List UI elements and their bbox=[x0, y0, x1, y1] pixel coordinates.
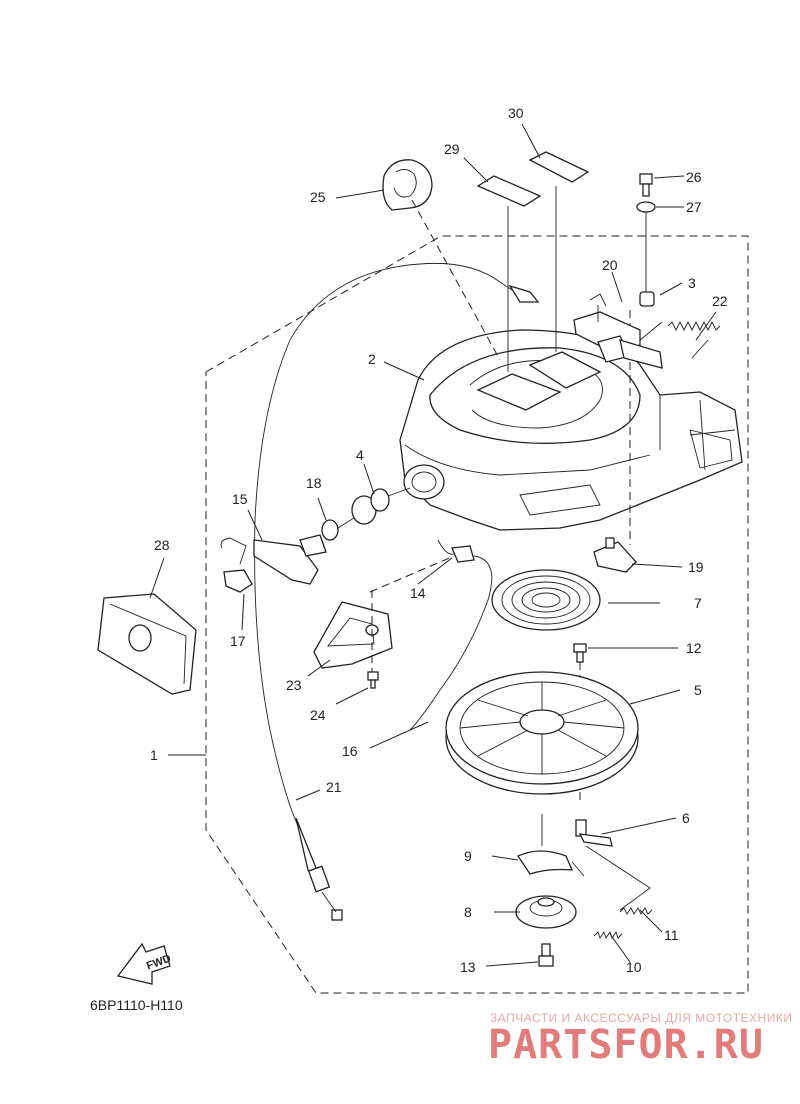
bolt-26 bbox=[639, 173, 653, 197]
callout-17: 17 bbox=[230, 633, 246, 649]
switch-20 bbox=[573, 293, 663, 369]
grommet bbox=[382, 159, 501, 361]
callout-labels: 1 2 3 4 5 6 7 8 9 10 11 12 13 14 15 16 1… bbox=[150, 105, 728, 975]
callout-25: 25 bbox=[310, 189, 326, 205]
callout-28: 28 bbox=[154, 537, 170, 553]
holder-17 bbox=[223, 569, 253, 593]
callout-24: 24 bbox=[310, 707, 326, 723]
spring-10 bbox=[593, 930, 623, 940]
callout-18: 18 bbox=[306, 475, 322, 491]
collar-3 bbox=[639, 291, 655, 307]
callout-21: 21 bbox=[326, 779, 342, 795]
pawl-19 bbox=[593, 537, 637, 573]
callout-22: 22 bbox=[712, 293, 728, 309]
washer-27 bbox=[636, 201, 656, 213]
bracket-23 bbox=[313, 601, 393, 669]
plate-8 bbox=[515, 895, 577, 929]
watermark-brand: PARTSFOR.RU bbox=[488, 1022, 764, 1068]
housing bbox=[399, 329, 743, 531]
leader-lines bbox=[149, 123, 717, 967]
callout-7: 7 bbox=[694, 595, 702, 611]
watermark-tagline: ЗАПЧАСТИ И АКСЕССУАРЫ ДЛЯ МОТОТЕХНИКИ bbox=[490, 1011, 792, 1025]
diagram-code: 6BP1110-H110 bbox=[90, 997, 183, 1013]
plate-28 bbox=[97, 593, 197, 695]
link-4 bbox=[351, 487, 411, 525]
callout-9: 9 bbox=[464, 848, 472, 864]
fwd-arrow-icon: FWD bbox=[116, 942, 173, 985]
screw-24 bbox=[367, 671, 379, 689]
reel-5 bbox=[445, 671, 639, 795]
callout-23: 23 bbox=[286, 677, 302, 693]
callout-15: 15 bbox=[232, 491, 248, 507]
callout-4: 4 bbox=[356, 447, 364, 463]
callout-11: 11 bbox=[664, 927, 679, 943]
callout-13: 13 bbox=[460, 959, 476, 975]
spring-11 bbox=[619, 907, 653, 915]
drive-pawl-6 bbox=[575, 819, 613, 847]
callout-5: 5 bbox=[694, 682, 702, 698]
callout-29: 29 bbox=[444, 141, 460, 157]
callout-27: 27 bbox=[686, 199, 702, 215]
callout-19: 19 bbox=[688, 559, 704, 575]
bolt-13 bbox=[538, 943, 554, 967]
callout-26: 26 bbox=[686, 169, 702, 185]
callout-16: 16 bbox=[342, 743, 358, 759]
lever-15 bbox=[220, 534, 327, 585]
label-30 bbox=[528, 151, 590, 183]
spring-22 bbox=[667, 320, 721, 332]
callout-10: 10 bbox=[626, 959, 642, 975]
label-29 bbox=[476, 175, 542, 207]
callout-8: 8 bbox=[464, 904, 472, 920]
callout-12: 12 bbox=[686, 640, 702, 656]
clamp-14 bbox=[437, 539, 475, 563]
joint-18 bbox=[321, 517, 355, 541]
assembly-outline bbox=[205, 235, 749, 994]
callout-14: 14 bbox=[410, 585, 426, 601]
callout-3: 3 bbox=[688, 275, 696, 291]
callout-6: 6 bbox=[682, 810, 690, 826]
spiral-spring-7 bbox=[491, 569, 601, 631]
return-spring-9 bbox=[517, 850, 574, 875]
callout-2: 2 bbox=[368, 351, 376, 367]
bolt-12 bbox=[573, 643, 587, 663]
callout-30: 30 bbox=[508, 105, 524, 121]
callout-1: 1 bbox=[150, 747, 158, 763]
callout-20: 20 bbox=[602, 257, 618, 273]
rope-16 bbox=[409, 555, 493, 731]
cable-21 bbox=[254, 262, 501, 831]
